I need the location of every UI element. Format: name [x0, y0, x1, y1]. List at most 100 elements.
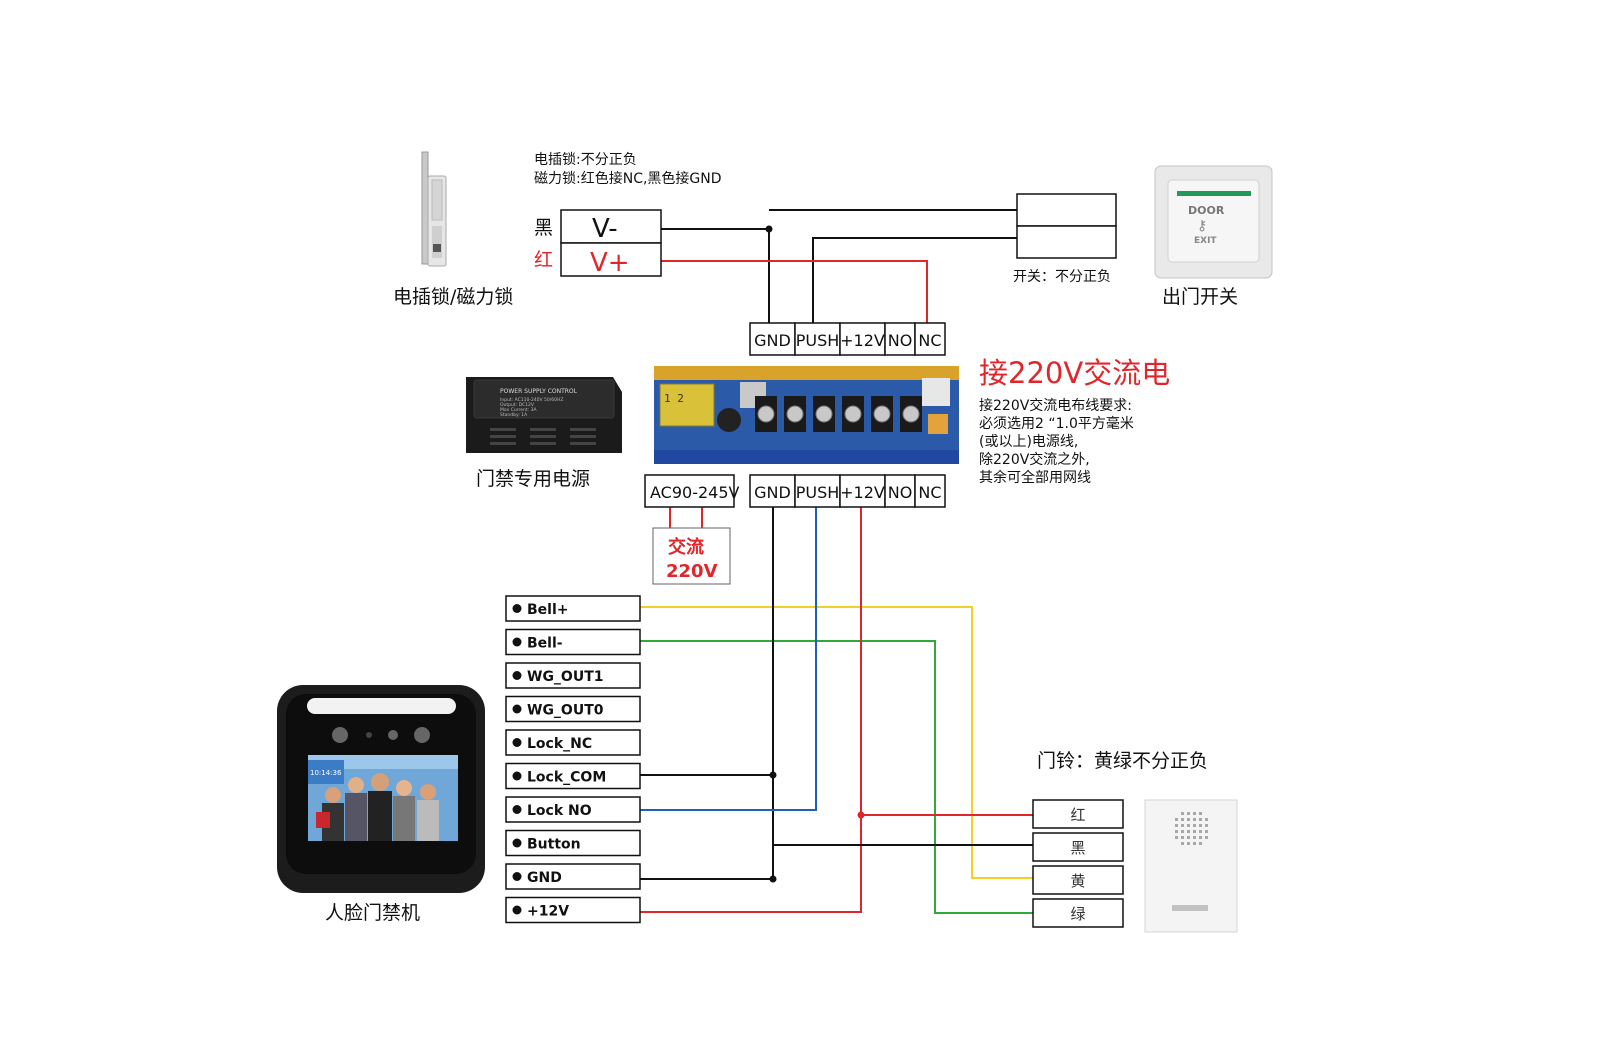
controller-terminal-box	[505, 595, 641, 622]
bell-title: 门铃：黄绿不分正负	[1037, 750, 1208, 772]
controller-terminal-box	[505, 628, 641, 656]
bell-terminal-label: 绿	[1070, 905, 1085, 923]
controller-terminal-label: Lock_NC	[527, 736, 592, 752]
bell-terminal-label: 红	[1070, 806, 1085, 824]
speaker-hole	[1181, 842, 1184, 845]
power-bottom-terminal-label-0: GND	[754, 483, 791, 502]
board-screw-icon	[757, 405, 775, 423]
speaker-hole	[1193, 836, 1196, 839]
doorbell-unit	[1144, 799, 1238, 933]
speaker-hole	[1175, 830, 1178, 833]
exit-switch-terminal-2	[1016, 225, 1117, 259]
ac-terminal-box	[644, 474, 735, 508]
lock-black-label: 黑	[534, 217, 553, 239]
lock-red-label: 红	[534, 249, 553, 271]
power-box-line4: Standby: 1A	[500, 412, 528, 418]
ac-220-tag2: 220V	[666, 561, 718, 582]
bell-terminal-box	[1032, 898, 1124, 928]
speaker-hole	[1181, 812, 1184, 815]
controller-terminal-box	[505, 796, 641, 823]
controller-terminal-label: WG_OUT0	[527, 703, 604, 719]
face-terminal: 10:14:36	[277, 685, 485, 893]
speaker-hole	[1187, 830, 1190, 833]
speaker-hole	[1187, 836, 1190, 839]
speaker-hole	[1205, 824, 1208, 827]
wire-push-lockno	[640, 504, 817, 811]
terminal-dot-icon	[512, 838, 522, 848]
exit-plate-exit: EXIT	[1194, 236, 1217, 246]
bell-terminal-box	[1032, 865, 1124, 895]
speaker-hole	[1205, 830, 1208, 833]
power-top-terminal-label-2: +12V	[840, 331, 885, 350]
terminal-dot-icon	[512, 671, 522, 680]
camera-icon-right	[388, 730, 398, 740]
power-bottom-terminal-label-3: NO	[888, 483, 913, 502]
terminal-dot-icon	[512, 872, 522, 881]
speaker-hole	[1193, 824, 1196, 827]
controller-terminal-box	[505, 762, 641, 790]
power-bottom-terminal-label-1: PUSH	[796, 483, 840, 502]
speaker-hole	[1175, 836, 1178, 839]
exit-switch-caption: 出门开关	[1162, 286, 1238, 308]
bell-terminal-label: 黑	[1070, 839, 1085, 857]
controller-terminal-box	[505, 896, 641, 924]
ac-note-line-1: 必须选用2 “1.0平方毫米	[979, 415, 1134, 432]
bell-terminal-label: 黄	[1070, 872, 1085, 890]
ac-note-title: 接220V交流电	[979, 356, 1170, 390]
speaker-hole	[1199, 818, 1202, 821]
power-bottom-terminal-box-1	[794, 474, 841, 508]
wire-junction-gnd	[769, 875, 777, 883]
people-photo	[316, 773, 439, 841]
ac-note-line-4: 其余可全部用网线	[979, 469, 1091, 486]
ac-220-box	[652, 527, 731, 585]
speaker-hole	[1181, 818, 1184, 821]
lock-vplus: V+	[590, 248, 630, 278]
ac-220-tag1: 交流	[668, 536, 704, 558]
camera-icon-far	[414, 727, 430, 743]
power-box-line1: Input: AC110-240V 50/60HZ	[500, 397, 564, 403]
controller-terminal-label: Button	[527, 837, 581, 853]
wire-junction-top	[765, 225, 773, 233]
power-box-line3: Max Current: 3A	[500, 407, 537, 413]
speaker-hole	[1193, 830, 1196, 833]
speaker-hole	[1199, 812, 1202, 815]
controller-terminal-label: GND	[527, 870, 562, 886]
exit-switch-note: 开关：不分正负	[1013, 269, 1111, 285]
wire-junction-lockcom	[769, 771, 777, 779]
power-box-line2: Output: DC12V	[500, 402, 535, 408]
wire-exit-bottom	[812, 237, 1017, 325]
speaker-hole	[1187, 818, 1190, 821]
power-top-terminal-label-4: NC	[918, 331, 941, 350]
speaker-hole	[1205, 836, 1208, 839]
lock-note-line2: 磁力锁:红色接NC,黑色接GND	[534, 170, 722, 187]
power-top-terminal-box-1	[794, 322, 841, 356]
speaker-hole	[1187, 812, 1190, 815]
speaker-hole	[1193, 812, 1196, 815]
power-top-terminal-box-3	[884, 322, 916, 356]
lock-note-line1: 电插锁:不分正负	[534, 152, 637, 168]
speaker-hole	[1193, 842, 1196, 845]
controller-terminal-box	[505, 729, 641, 756]
speaker-hole	[1199, 842, 1202, 845]
bell-terminal-box	[1032, 799, 1124, 829]
wire-bell-minus	[640, 640, 1033, 914]
power-bottom-terminal-label-4: NC	[918, 483, 941, 502]
controller-terminal-box	[505, 662, 641, 689]
face-screen-time: 10:14:36	[310, 769, 342, 777]
terminal-dot-icon	[512, 738, 522, 747]
speaker-hole	[1199, 824, 1202, 827]
lock-vplus-box	[560, 242, 662, 277]
ac-note-line-3: 除220V交流之外,	[979, 451, 1090, 468]
speaker-hole	[1187, 842, 1190, 845]
power-bottom-terminal-label-2: +12V	[840, 483, 885, 502]
speaker-hole	[1175, 824, 1178, 827]
svg-text:1 2: 1 2	[664, 392, 684, 405]
ac-note-line-2: (或以上)电源线,	[979, 434, 1078, 450]
terminal-dot-icon	[512, 604, 522, 613]
speaker-hole	[1175, 818, 1178, 821]
wire-12v	[640, 504, 862, 913]
